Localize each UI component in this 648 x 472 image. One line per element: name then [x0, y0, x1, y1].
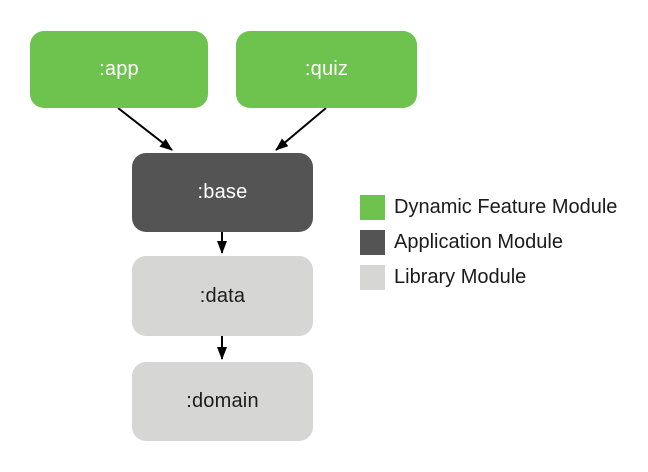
legend-label: Application Module [394, 231, 563, 253]
node-quiz: :quiz [236, 31, 417, 108]
node-app: :app [30, 31, 208, 108]
legend-row-application: Application Module [360, 230, 617, 255]
edge-app-base [117, 107, 173, 151]
library-swatch [360, 265, 385, 290]
dynamic-feature-swatch [360, 195, 385, 220]
legend-label: Dynamic Feature Module [394, 196, 618, 218]
node-domain: :domain [132, 362, 313, 441]
node-domain-label: :domain [186, 390, 259, 412]
node-base: :base [132, 153, 313, 232]
node-data: :data [132, 256, 313, 336]
edge-quiz-base [275, 107, 327, 151]
legend-row-dynamic-feature: Dynamic Feature Module [360, 195, 617, 220]
legend-label: Library Module [394, 266, 527, 288]
node-data-label: :data [199, 284, 246, 307]
legend-row-library: Library Module [360, 265, 617, 290]
node-app-label: :app [99, 58, 139, 80]
node-base-label: :base [197, 181, 248, 203]
node-quiz-label: :quiz [304, 58, 349, 80]
application-swatch [360, 230, 385, 255]
legend: Dynamic Feature Module Application Modul… [360, 195, 617, 290]
